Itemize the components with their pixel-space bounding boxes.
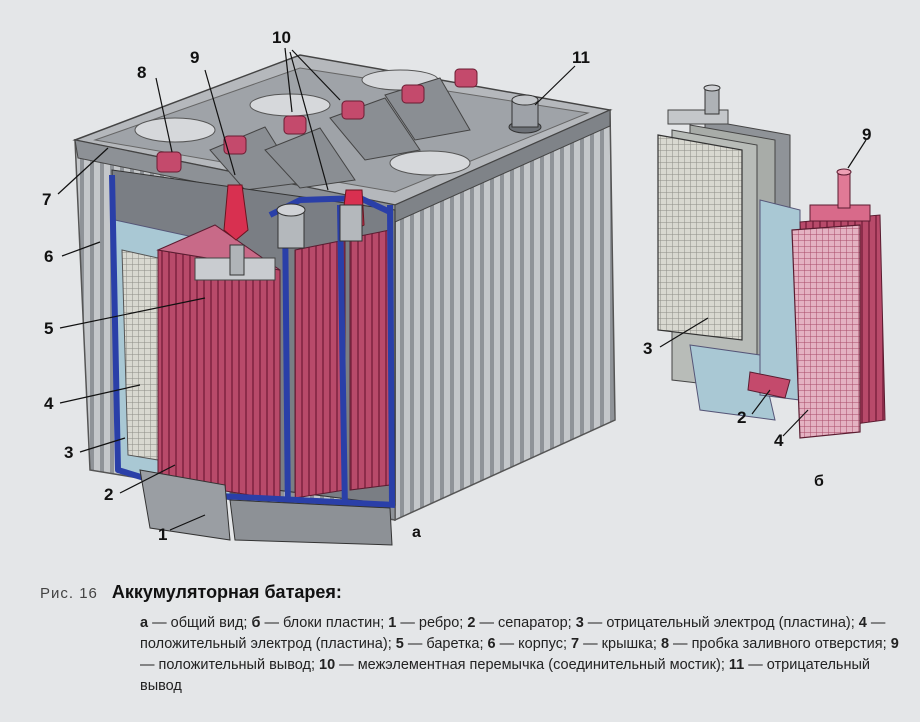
legend-text: — ребро; — [396, 615, 468, 631]
callout-4: 4 — [44, 394, 54, 413]
lid-recess — [134, 117, 216, 143]
figure-number: Рис. 16 — [40, 585, 98, 602]
positive-plate-stack — [747, 168, 886, 439]
negative-plate — [121, 249, 159, 461]
callout-4-b: 4 — [774, 431, 784, 450]
legend-text: — межэлементная перемычка (соединительны… — [335, 657, 729, 673]
callout-3-b: 3 — [643, 339, 652, 358]
positive-terminal-icon — [223, 184, 249, 241]
filler-plug-icon — [454, 68, 478, 88]
legend-text: — отрицательный вывод — [140, 657, 870, 694]
panel-label-b: б — [814, 473, 824, 490]
legend-key: 8 — [660, 636, 670, 652]
filler-plug-icon — [283, 115, 307, 135]
callout-6: 6 — [44, 247, 53, 266]
figure-caption: Рис. 16 Аккумуляторная батарея: а — общи… — [40, 582, 900, 697]
negative-grid-plate — [657, 134, 743, 341]
negative-terminal-icon — [508, 94, 542, 134]
legend-key: 5 — [395, 636, 404, 652]
callout-3: 3 — [64, 443, 73, 462]
legend-text: — баретка; — [403, 636, 488, 652]
callout-9: 9 — [190, 48, 199, 67]
legend-text: — пробка заливного отверстия; — [669, 636, 891, 652]
positive-terminal-b-icon — [837, 171, 851, 209]
callout-10: 10 — [272, 28, 291, 47]
legend-key: 10 — [319, 657, 336, 673]
rib — [139, 469, 231, 541]
case-frame-blue — [109, 174, 396, 521]
panel-label-a: а — [412, 524, 421, 541]
callout-9-b: 9 — [862, 125, 871, 144]
callout-11: 11 — [572, 48, 590, 67]
leader-lines-a — [57, 47, 576, 531]
callout-5: 5 — [44, 319, 53, 338]
legend-key: б — [251, 615, 261, 631]
figure-title: Аккумуляторная батарея: — [111, 582, 342, 602]
legend-key: 11 — [728, 657, 745, 673]
legend-text: — сепаратор; — [475, 615, 576, 631]
battery-general-view: 8 9 10 11 7 6 5 4 3 2 1 а — [42, 28, 616, 546]
callout-2-b: 2 — [737, 408, 746, 427]
positive-grid-plate — [791, 224, 861, 439]
lid-recess — [389, 150, 471, 176]
filler-plug-icon — [223, 135, 247, 155]
legend-key: 1 — [388, 615, 397, 631]
plate-block — [294, 239, 346, 499]
cutaway-interior — [109, 169, 396, 546]
legend-text: — общий вид; — [148, 615, 252, 631]
legend-key: 3 — [575, 615, 584, 631]
filler-plug-icon — [401, 84, 425, 104]
callout-7: 7 — [42, 190, 51, 209]
legend-key: 2 — [467, 615, 476, 631]
plate-block — [349, 229, 391, 491]
legend-text: — отрицательный электрод (пластина); — [583, 615, 859, 631]
legend-text: — положительный электрод (пластина); — [140, 615, 886, 652]
caption-header: Рис. 16 Аккумуляторная батарея: — [40, 582, 900, 603]
filler-plugs — [156, 68, 478, 173]
callout-2: 2 — [104, 485, 113, 504]
filler-plug-icon — [156, 151, 182, 173]
legend-key: 4 — [858, 615, 867, 631]
legend-key: 7 — [571, 636, 580, 652]
leader-lines-b — [659, 139, 867, 437]
filler-plug-icon — [341, 100, 365, 120]
callout-8: 8 — [137, 63, 146, 82]
legend-text: — корпус; — [495, 636, 572, 652]
legend: а — общий вид; б — блоки пластин; 1 — ре… — [140, 613, 900, 697]
battery-diagram: 8 9 10 11 7 6 5 4 3 2 1 а — [42, 28, 886, 546]
separator-b — [689, 344, 776, 421]
legend-key: а — [140, 615, 149, 631]
callout-1: 1 — [158, 525, 167, 544]
legend-text: — положительный вывод; — [140, 657, 320, 673]
legend-key: 6 — [487, 636, 496, 652]
legend-text: — блоки пластин; — [260, 615, 389, 631]
lid-cell-ridge — [264, 127, 356, 189]
positive-plate-block — [157, 249, 281, 501]
legend-text: — крышка; — [579, 636, 661, 652]
legend-key: 9 — [890, 636, 899, 652]
plate-blocks-view: 9 3 2 4 б — [643, 84, 886, 490]
